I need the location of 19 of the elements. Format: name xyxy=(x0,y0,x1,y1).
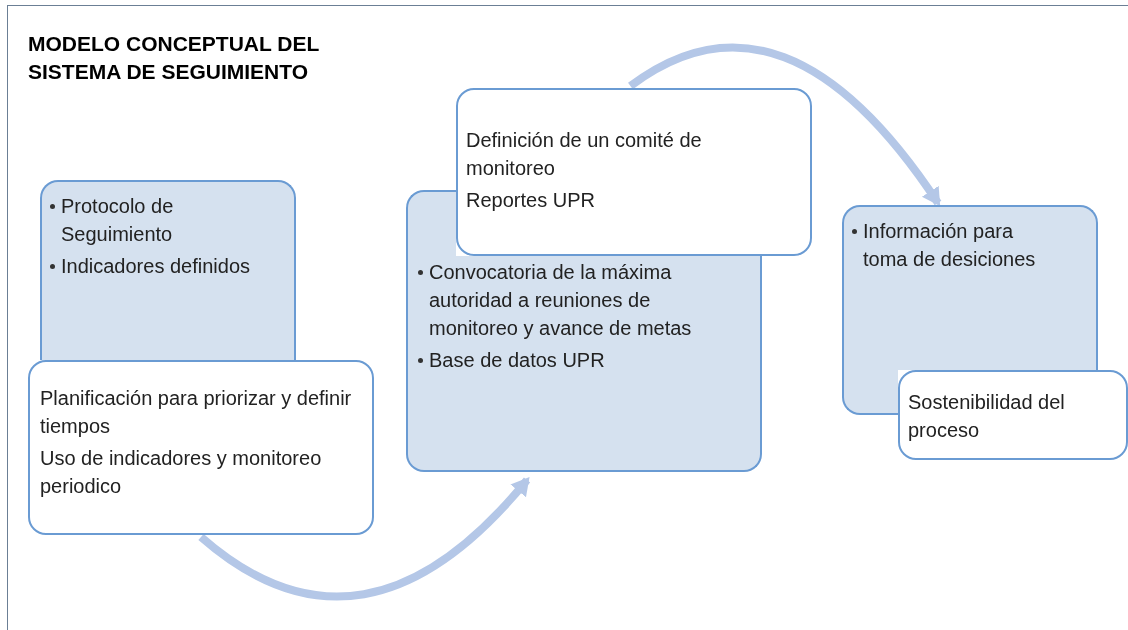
box-text: Planificación para priorizar y definir tiempos xyxy=(40,386,353,439)
content-box xyxy=(40,180,296,360)
box-text: Convocatoria de la máxima autoridad a reuniones de monitoreo y avance de metas xyxy=(429,260,693,341)
overlay-box xyxy=(456,88,812,256)
content-box xyxy=(406,256,762,472)
box-text: Información para toma de desiciones xyxy=(863,219,1037,272)
curved-arrow xyxy=(198,477,531,601)
box-text: Protocolo de Seguimiento xyxy=(61,194,175,247)
content-box xyxy=(842,205,1098,370)
diagram-title: MODELO CONCEPTUAL DEL SISTEMA DE SEGUIMIENTO xyxy=(28,31,320,85)
curved-arrow xyxy=(628,43,942,207)
box-text: Indicadores definidos xyxy=(61,254,250,279)
overlay-box xyxy=(898,370,1128,460)
overlay-box xyxy=(28,360,374,535)
box-text: Sostenibilidad del proceso xyxy=(908,390,1066,443)
box-text: Base de datos UPR xyxy=(429,348,605,373)
box-text: Uso de indicadores y monitoreo periodico xyxy=(40,446,323,499)
box-text: Reportes UPR xyxy=(466,188,595,213)
box-text: Definición de un comité de monitoreo xyxy=(466,128,703,181)
